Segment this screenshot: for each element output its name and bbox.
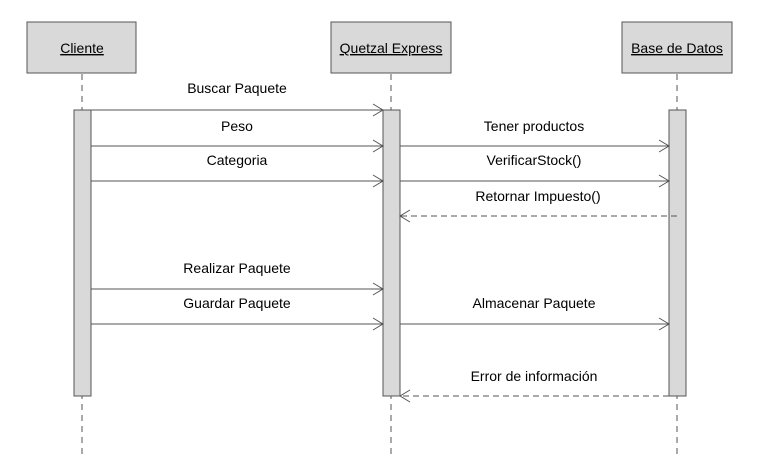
- message-label: Error de información: [471, 368, 598, 384]
- arrow-head-icon: [658, 139, 670, 153]
- participant-label-base-de-datos: Base de Datos: [631, 40, 723, 56]
- activation-base-de-datos: [668, 109, 687, 397]
- arrow-head-icon: [372, 282, 384, 296]
- message-error-de-informacion: Error de información: [399, 368, 669, 403]
- message-categoria: Categoria: [91, 152, 384, 188]
- arrow-head-icon: [399, 209, 411, 223]
- message-almacenar-paquete: Almacenar Paquete: [400, 295, 670, 331]
- message-label: Guardar Paquete: [183, 295, 291, 311]
- arrow-head-icon: [372, 174, 384, 188]
- message-buscar-paquete: Buscar Paquete: [82, 80, 384, 117]
- message-label: Retornar Impuesto(): [475, 188, 600, 204]
- arrow-head-icon: [372, 317, 384, 331]
- message-label: Categoria: [207, 152, 268, 168]
- message-label: Buscar Paquete: [187, 80, 287, 96]
- arrow-head-icon: [372, 139, 384, 153]
- arrow-head-icon: [372, 103, 384, 117]
- message-label: Almacenar Paquete: [473, 295, 596, 311]
- message-verificar-stock: VerificarStock(): [400, 152, 670, 188]
- participant-label-quetzal-express: Quetzal Express: [340, 40, 443, 56]
- participant-label-cliente: Cliente: [60, 40, 104, 56]
- participant-quetzal-express: Quetzal Express: [330, 21, 452, 74]
- activation-cliente: [73, 109, 92, 397]
- participant-cliente: Cliente: [26, 21, 137, 74]
- message-peso: Peso: [91, 118, 384, 153]
- arrow-head-icon: [399, 389, 411, 403]
- message-tener-productos: Tener productos: [400, 118, 670, 153]
- participant-base-de-datos: Base de Datos: [621, 21, 733, 74]
- message-label: VerificarStock(): [487, 152, 582, 168]
- message-retornar-impuesto: Retornar Impuesto(): [399, 188, 677, 223]
- message-label: Realizar Paquete: [183, 260, 291, 276]
- message-guardar-paquete: Guardar Paquete: [91, 295, 384, 331]
- message-label: Tener productos: [484, 118, 584, 134]
- message-label: Peso: [221, 118, 253, 134]
- arrow-head-icon: [658, 317, 670, 331]
- message-realizar-paquete: Realizar Paquete: [91, 260, 384, 296]
- arrow-head-icon: [658, 174, 670, 188]
- activation-quetzal-express: [382, 109, 401, 397]
